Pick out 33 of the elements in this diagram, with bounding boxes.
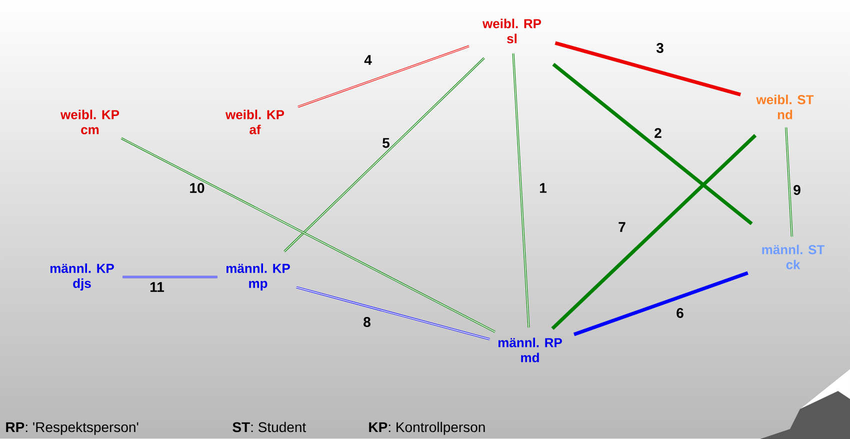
connector-line	[296, 286, 490, 340]
person-label: weibl. RP sl	[482, 18, 542, 44]
edge-label: 11	[150, 282, 164, 292]
connector-line	[122, 276, 218, 278]
edge-label: 8	[364, 317, 370, 327]
legend-text: RP: 'Respektsperson'	[6, 422, 138, 435]
legend-text: ST: Student	[232, 422, 306, 432]
person-label: weibl. ST nd	[756, 94, 814, 120]
connector-line	[284, 57, 485, 252]
connector-line	[785, 127, 793, 237]
connector-line	[298, 45, 470, 108]
edge-label: 3	[656, 43, 664, 53]
edge-label: 6	[676, 308, 684, 318]
edge-label: 1	[540, 183, 547, 193]
edge-label: 5	[382, 138, 390, 148]
connector-line	[512, 53, 530, 328]
connector-line	[573, 271, 748, 336]
edge-label: 4	[364, 55, 372, 65]
connector-line	[120, 137, 496, 333]
edge-label: 7	[618, 222, 626, 232]
connector-line	[552, 62, 753, 226]
person-label: weibl. KP af	[225, 110, 284, 134]
person-label: männl. ST ck	[762, 244, 825, 270]
person-label: männl. KP djs	[50, 263, 114, 291]
legend-text: KP: Kontrollperson	[369, 422, 485, 435]
edge-label: 10	[190, 183, 204, 193]
edge-label: 9	[794, 185, 800, 195]
edge-label: 2	[654, 128, 662, 138]
person-label: männl. KP mp	[226, 263, 290, 291]
person-label: männl. RP md	[498, 338, 562, 362]
connector-line	[554, 41, 742, 96]
connector-line	[551, 134, 757, 330]
person-label: weibl. KP cm	[60, 110, 120, 134]
